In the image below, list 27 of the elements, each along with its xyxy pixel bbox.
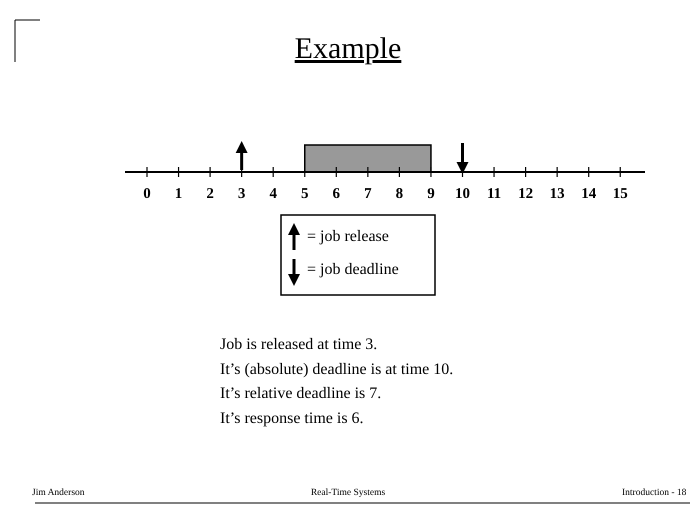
note-text: It’s relative deadline is 7. — [220, 386, 382, 402]
tick-label: 11 — [486, 187, 502, 202]
legend-text: = job release — [307, 229, 389, 245]
execution-bar — [304, 144, 432, 173]
note-text: It’s response time is 6. — [220, 410, 364, 426]
tick-label: 12 — [518, 187, 534, 202]
footer-text: Introduction - 18 — [622, 489, 686, 498]
tick-label: 5 — [301, 187, 308, 202]
footer-text: Real-Time Systems — [310, 489, 386, 498]
tick-label: 2 — [206, 187, 214, 202]
tick-label: 4 — [269, 187, 277, 202]
note-text: It’s (absolute) deadline is at time 10. — [220, 362, 454, 378]
slide-title: Example — [294, 34, 402, 64]
tick-label: 7 — [364, 187, 372, 202]
note-text: Job is released at time 3. — [220, 337, 378, 353]
tick-label: 15 — [612, 187, 628, 202]
tick-label: 3 — [238, 187, 246, 202]
tick-label: 14 — [581, 187, 596, 202]
tick-label: 10 — [455, 187, 470, 202]
tick-label: 8 — [396, 187, 404, 202]
footer-text: Jim Anderson — [32, 489, 85, 498]
tick-label: 9 — [427, 187, 435, 202]
tick-label: 0 — [143, 187, 151, 202]
legend-text: = job deadline — [307, 262, 399, 278]
tick-label: 6 — [332, 187, 340, 202]
tick-label: 13 — [550, 187, 565, 202]
tick-label: 1 — [174, 187, 182, 202]
